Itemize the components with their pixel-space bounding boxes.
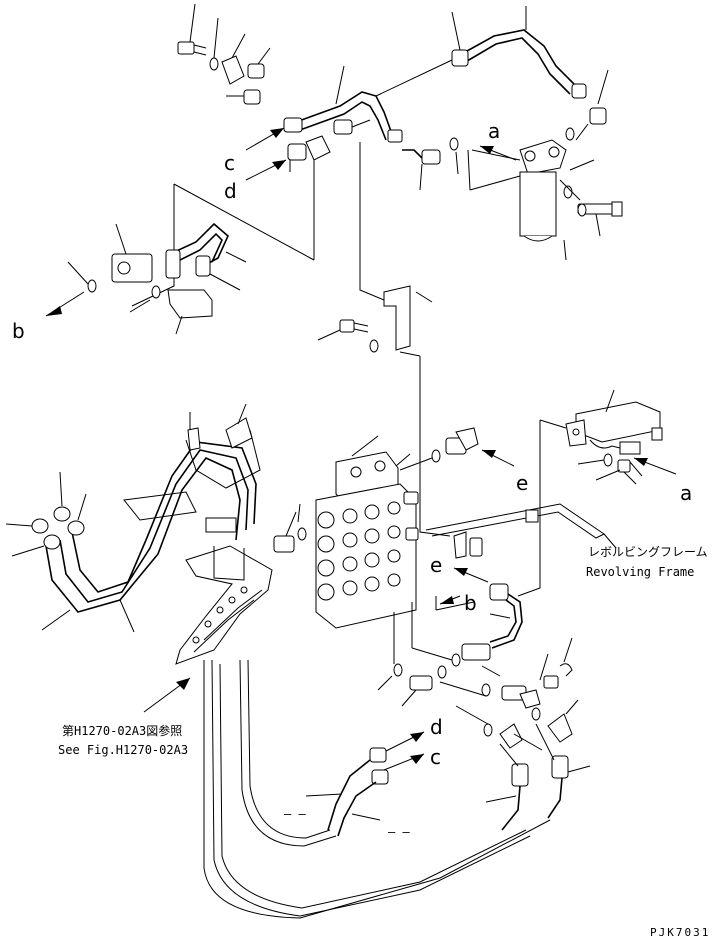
- callout-d-bottom-label: d: [430, 715, 443, 739]
- valve-bracket-small: [453, 531, 483, 559]
- bottom-long-hoses: – – – –: [203, 659, 591, 919]
- center-bracket: [317, 142, 451, 537]
- lower-fittings-group: [377, 612, 579, 749]
- callout-b-left-label: b: [12, 319, 25, 343]
- dash-label-1: – –: [284, 807, 306, 821]
- see-fig-label-jp: 第H1270-02A3図参照: [62, 723, 182, 738]
- callout-a-right-label: a: [680, 481, 692, 505]
- callout-e-upper: e: [481, 449, 528, 495]
- valve-spools: [317, 501, 401, 601]
- hose-to-frame: [411, 583, 523, 667]
- left-hose-bundle: [5, 403, 261, 633]
- see-fig-label-en: See Fig.H1270-02A3: [58, 743, 188, 757]
- callout-c-top: c: [224, 127, 285, 175]
- solenoid-bracket: [517, 389, 663, 597]
- callout-e-upper-label: e: [516, 471, 528, 495]
- callout-b-mid: b: [439, 591, 477, 615]
- valve-elbow-upper: [399, 427, 479, 471]
- callout-b-mid-label: b: [464, 591, 477, 615]
- callout-a-top-label: a: [488, 119, 500, 143]
- see-fig-callout: 第H1270-02A3図参照 See Fig.H1270-02A3: [58, 677, 191, 757]
- callout-b-left: b: [12, 291, 85, 343]
- long-hose-to-filter: [375, 6, 609, 141]
- revolving-frame-label-jp: レボルビングフレーム: [588, 545, 708, 559]
- callout-d-top-label: d: [224, 179, 237, 203]
- travel-pedal-bracket: [175, 517, 273, 665]
- callout-e-lower: e: [430, 553, 489, 583]
- tee-fitting-top: [287, 135, 331, 260]
- dash-label-2: – –: [388, 825, 410, 839]
- top-clamp-part: [221, 33, 271, 105]
- top-bolt-part: [177, 3, 219, 71]
- filter-inlet-elbow: [402, 137, 521, 191]
- callout-a-top: a: [479, 119, 517, 161]
- drawing-code: PJK7031: [650, 926, 710, 939]
- revolving-frame-plate: レボルビングフレーム Revolving Frame: [425, 503, 708, 579]
- revolving-frame-label-en: Revolving Frame: [586, 565, 694, 579]
- return-filter: [519, 127, 623, 261]
- control-valve: [273, 435, 419, 629]
- callout-d-bottom: d: [383, 715, 443, 753]
- callout-c-bottom: c: [383, 745, 441, 771]
- relief-valve-group: [67, 183, 315, 335]
- callout-c-bottom-label: c: [430, 745, 441, 769]
- callout-c-top-label: c: [224, 151, 235, 175]
- top-pipe-run: [283, 65, 403, 143]
- callout-a-right: a: [633, 457, 692, 505]
- callout-e-lower-label: e: [430, 553, 442, 577]
- callout-d-top: d: [224, 159, 287, 203]
